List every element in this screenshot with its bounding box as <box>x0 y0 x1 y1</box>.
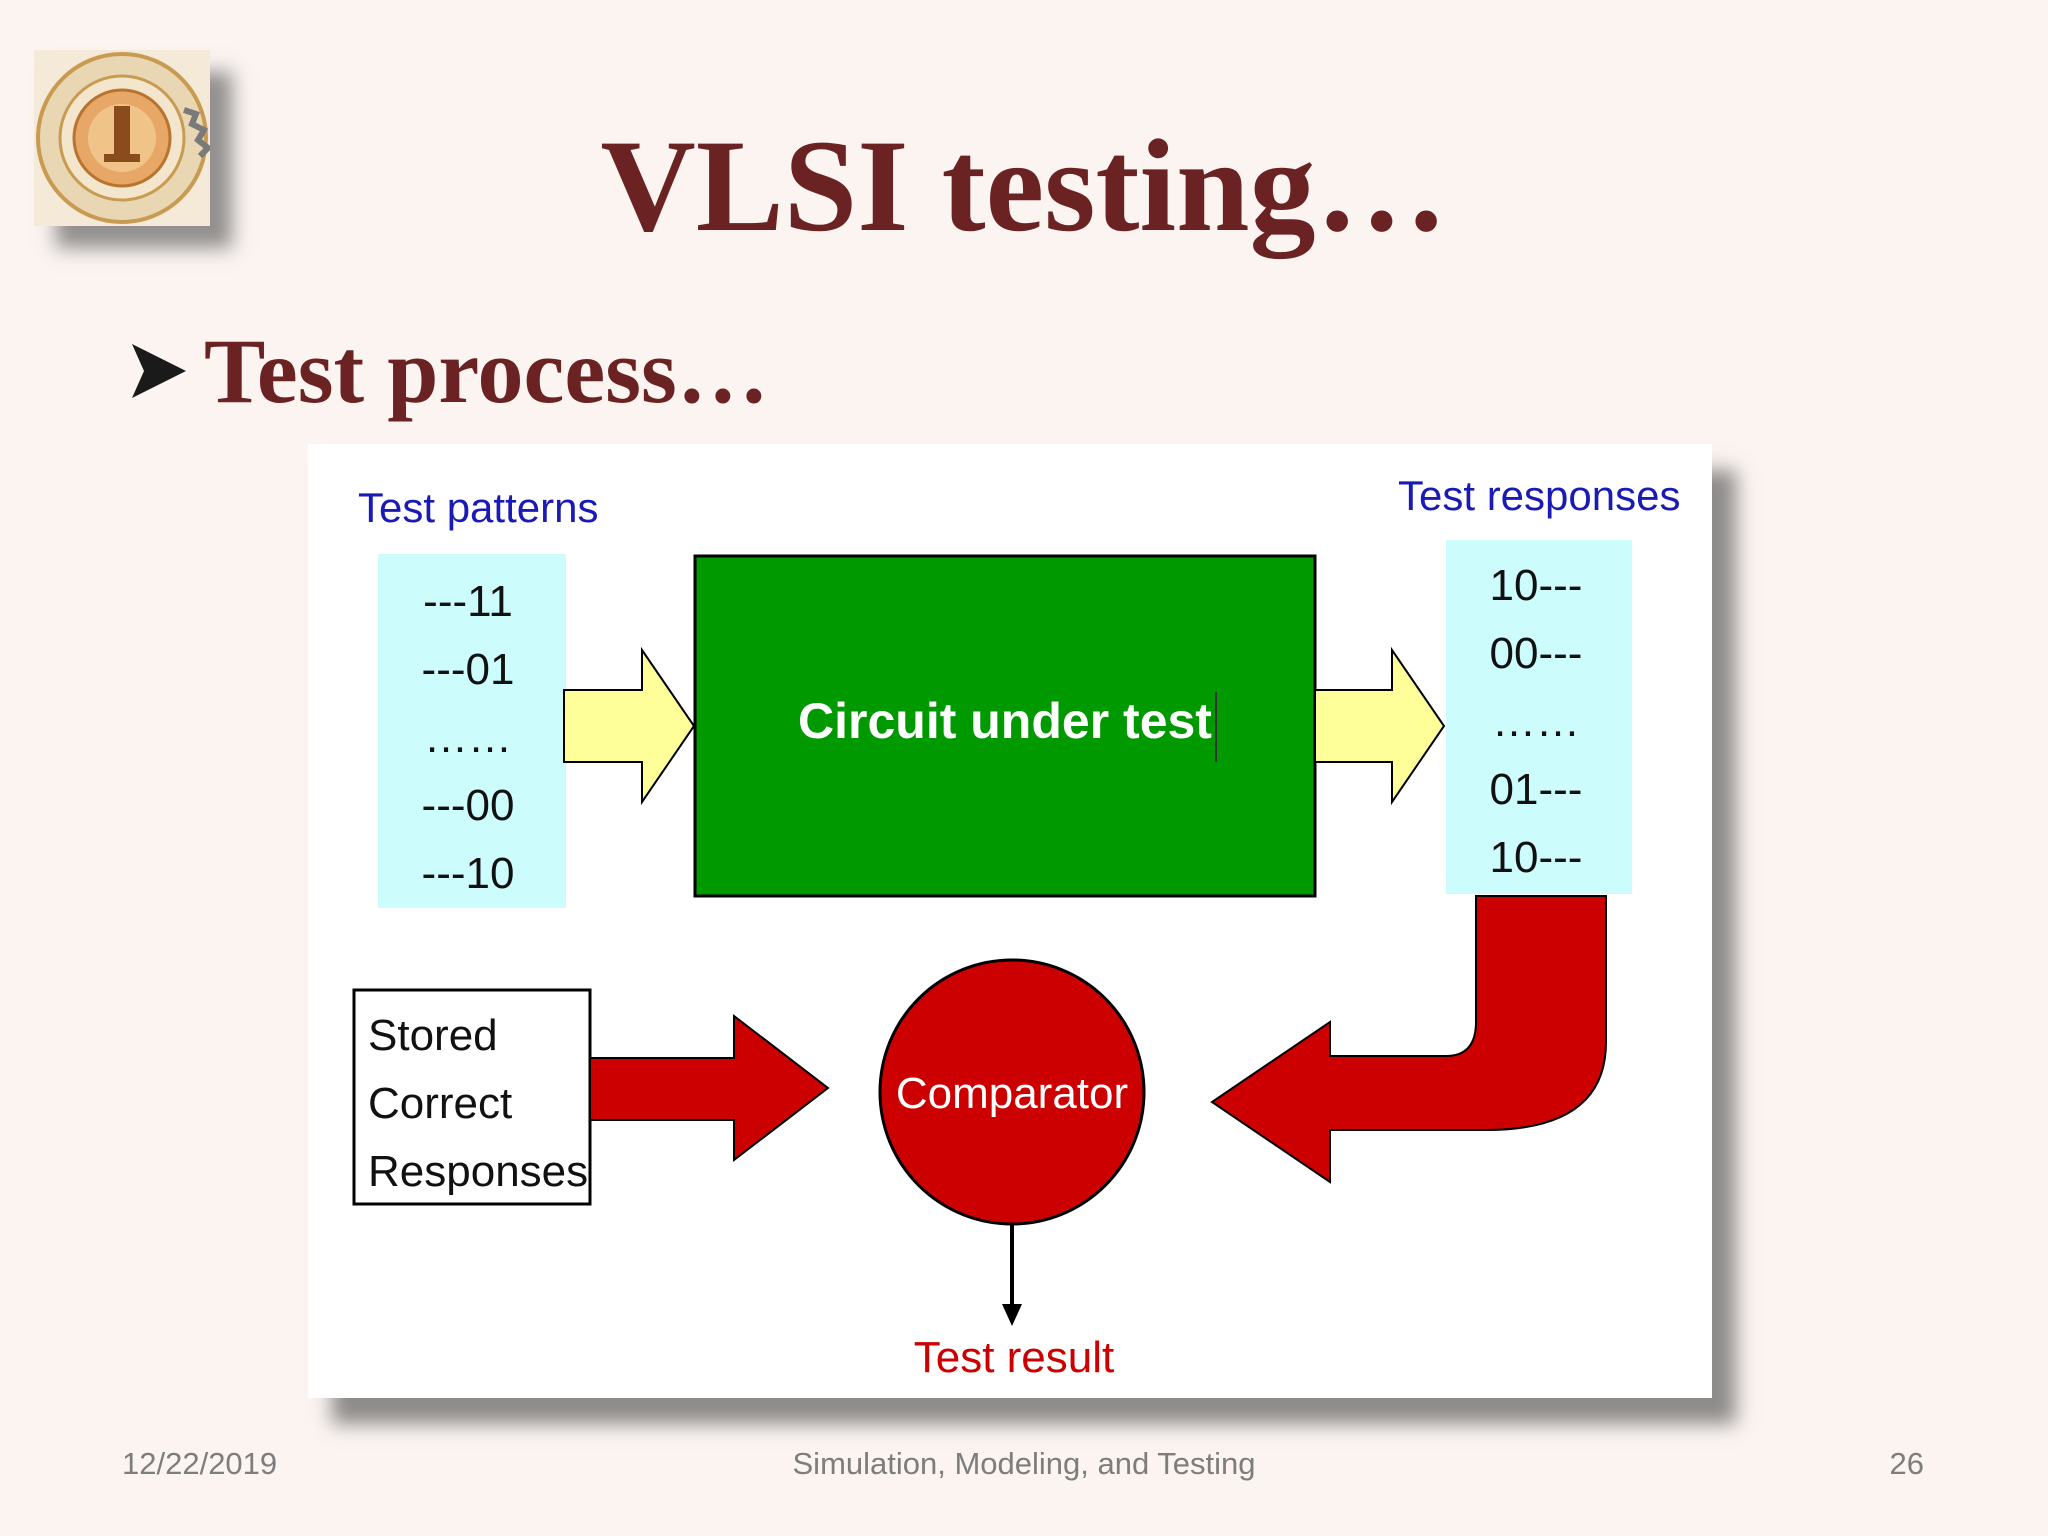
test-response-4: 01--- <box>1490 765 1583 814</box>
circuit-under-test-label: Circuit under test <box>798 693 1212 749</box>
stored-line-1: Stored <box>368 1011 498 1060</box>
input-arrow <box>563 646 696 806</box>
arrowhead-bullet-icon <box>132 344 186 398</box>
test-response-3: …… <box>1492 697 1580 746</box>
stored-responses-box <box>352 988 592 1206</box>
bullet-text: Test process… <box>204 320 769 422</box>
circuit-under-test-box <box>693 554 1317 898</box>
page-number: 26 <box>1889 1446 1924 1481</box>
test-pattern-2: ---01 <box>422 645 515 694</box>
output-arrow <box>1314 646 1446 806</box>
test-response-2: 00--- <box>1490 629 1583 678</box>
slide-title: VLSI testing… <box>600 112 1448 259</box>
test-pattern-4: ---00 <box>422 781 515 830</box>
stored-line-3: Responses <box>368 1147 588 1196</box>
seal-icon <box>36 52 213 224</box>
test-responses-label: Test responses <box>1398 472 1680 519</box>
stored-line-2: Correct <box>368 1079 512 1128</box>
test-pattern-5: ---10 <box>422 849 515 898</box>
test-pattern-3: …… <box>424 713 512 762</box>
test-result-label: Test result <box>914 1333 1115 1382</box>
test-pattern-1: ---11 <box>423 577 513 626</box>
responses-to-comparator-arrow <box>1210 895 1607 1184</box>
result-arrow-head <box>1002 1304 1022 1326</box>
university-logo <box>34 50 213 226</box>
stored-to-comparator-arrow <box>589 1013 830 1163</box>
footer-date: 12/22/2019 <box>122 1446 278 1481</box>
test-response-5: 10--- <box>1490 833 1583 882</box>
comparator-label: Comparator <box>896 1069 1128 1118</box>
test-responses-box <box>1446 540 1632 894</box>
footer-title: Simulation, Modeling, and Testing <box>792 1446 1256 1481</box>
test-patterns-box <box>378 554 566 908</box>
bullet-item: Test process… <box>128 325 769 417</box>
test-patterns-label: Test patterns <box>358 484 598 531</box>
test-response-1: 10--- <box>1490 561 1583 610</box>
test-process-diagram: Test patterns ---11 ---01 …… ---00 ---10… <box>308 444 1712 1398</box>
